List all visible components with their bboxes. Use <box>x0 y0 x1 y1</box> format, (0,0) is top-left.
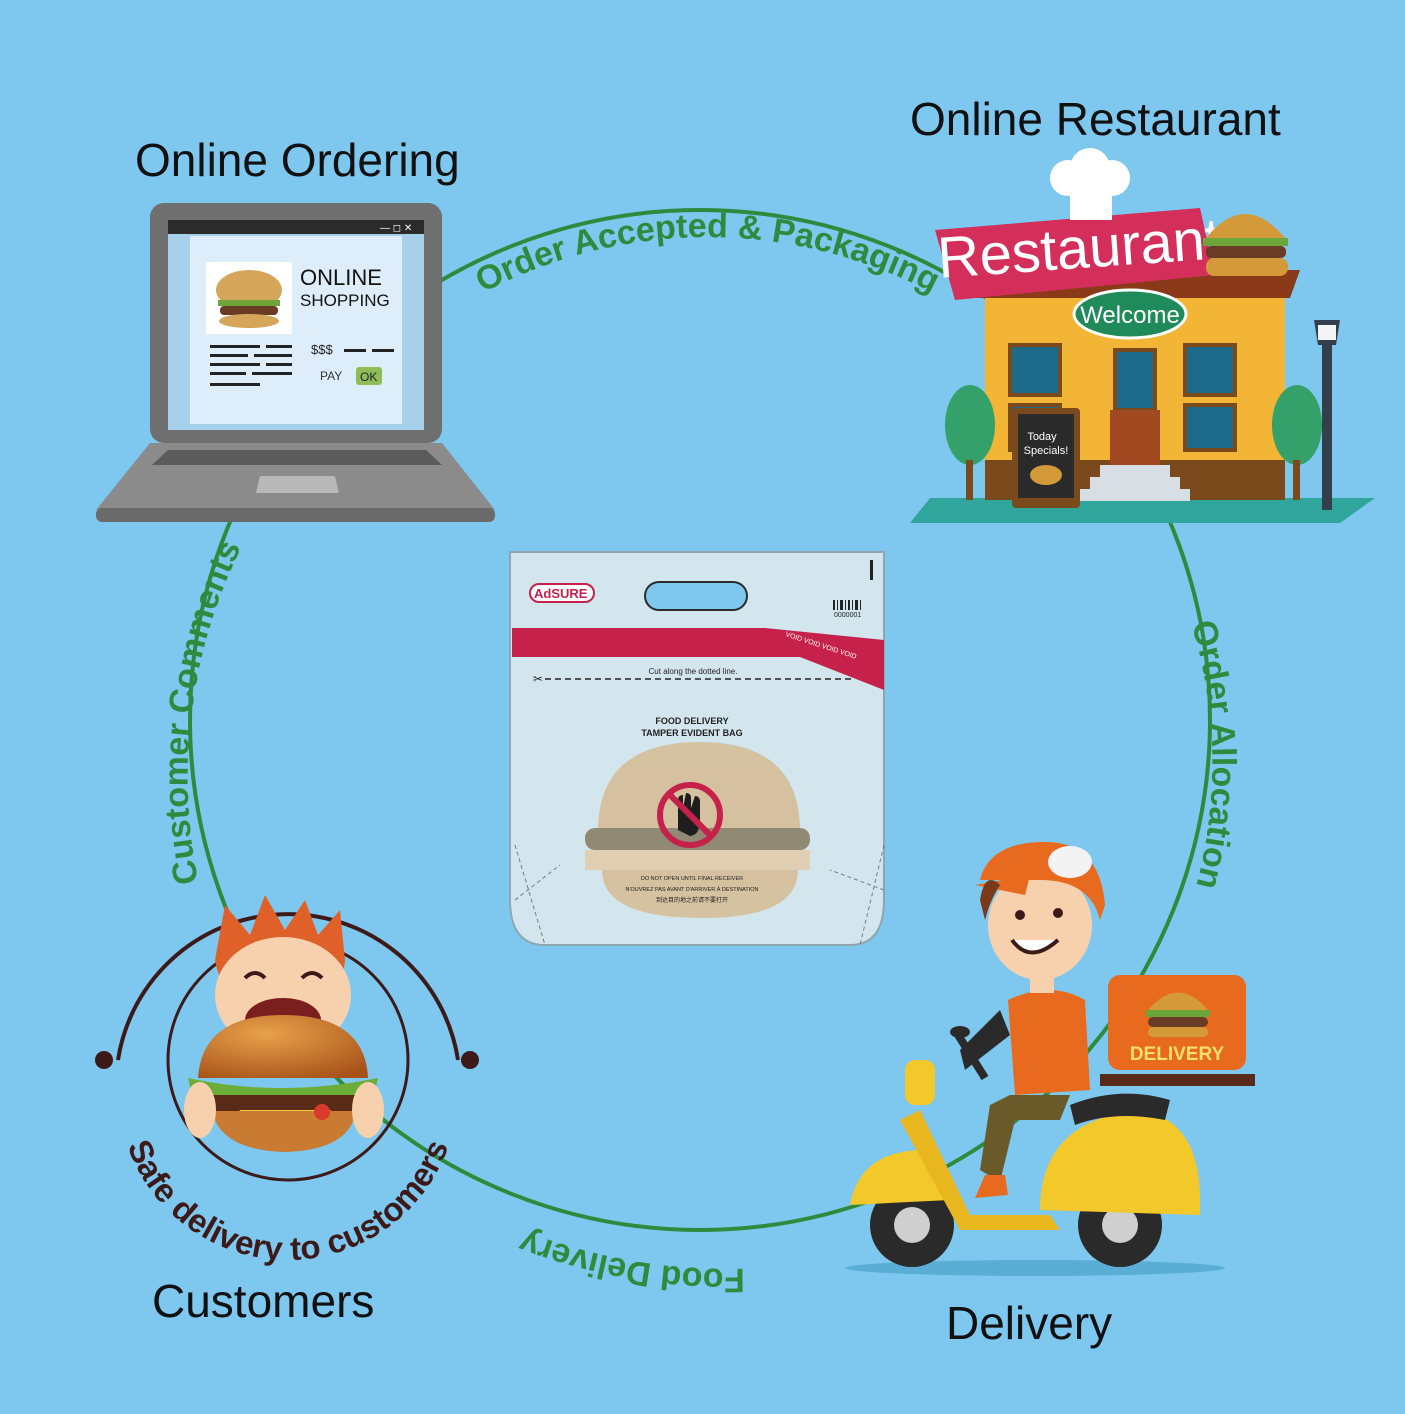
chef-hat-icon <box>1050 148 1130 220</box>
node-title-online-restaurant: Online Restaurant <box>910 92 1281 146</box>
pay-label: PAY <box>320 369 342 383</box>
board-line2: Specials! <box>1024 445 1069 457</box>
bag-warning-cn: 到达目的地之前请不要打开 <box>656 896 728 904</box>
bag-handle-hole <box>645 582 747 610</box>
burger-icon <box>188 1015 378 1152</box>
badge-arc-text: Safe delivery to customers <box>121 1134 456 1267</box>
laptop-heading: ONLINE <box>300 265 382 290</box>
arc-label-order-accepted: Order Accepted & Packaging <box>469 207 945 300</box>
specials-board: Today Specials! <box>1012 408 1080 508</box>
tamper-evident-bag: AdSURE 0000001 VOID VOID VOID VOID Cut a… <box>510 552 884 945</box>
arc-label-food-delivery: Food Delivery <box>514 1223 745 1299</box>
svg-text:AdSURE: AdSURE <box>534 586 588 601</box>
street-lamp <box>1322 340 1332 510</box>
customer-badge: Safe delivery to customers <box>95 895 479 1267</box>
bag-serial: 0000001 <box>834 612 861 619</box>
node-title-online-ordering: Online Ordering <box>135 133 460 187</box>
bag-warning-fr: N'OUVREZ PAS AVANT D'ARRIVER À DESTINATI… <box>625 886 758 893</box>
badge-dot-right <box>461 1051 479 1069</box>
laptop-subheading: SHOPPING <box>300 291 390 310</box>
brand-logo: AdSURE <box>530 584 594 602</box>
ok-label: OK <box>360 370 377 384</box>
bag-title-line2: TAMPER EVIDENT BAG <box>641 728 742 738</box>
restaurant-illustration: Restaurant Welcome Today Specials! <box>910 148 1375 523</box>
delivery-box-label: DELIVERY <box>1130 1044 1225 1065</box>
price-text: $$$ <box>311 342 333 357</box>
cut-instruction: Cut along the dotted line. <box>649 667 738 676</box>
badge-dot-left <box>95 1051 113 1069</box>
bag-warning-en: DO NOT OPEN UNTIL FINAL RECEIVER <box>641 876 743 882</box>
node-title-customers: Customers <box>152 1274 374 1328</box>
board-line1: Today <box>1027 431 1057 443</box>
bag-title-line1: FOOD DELIVERY <box>655 716 728 726</box>
window-controls-icon: — ◻ ✕ <box>380 223 412 234</box>
scissors-icon: ✂ <box>533 672 543 686</box>
laptop-illustration: — ◻ ✕ ONLINE SHOPPING $$$ PAY OK <box>96 203 495 522</box>
node-title-delivery: Delivery <box>946 1296 1112 1350</box>
welcome-text: Welcome <box>1080 302 1180 329</box>
delivery-scooter-illustration: DELIVERY <box>845 842 1255 1276</box>
